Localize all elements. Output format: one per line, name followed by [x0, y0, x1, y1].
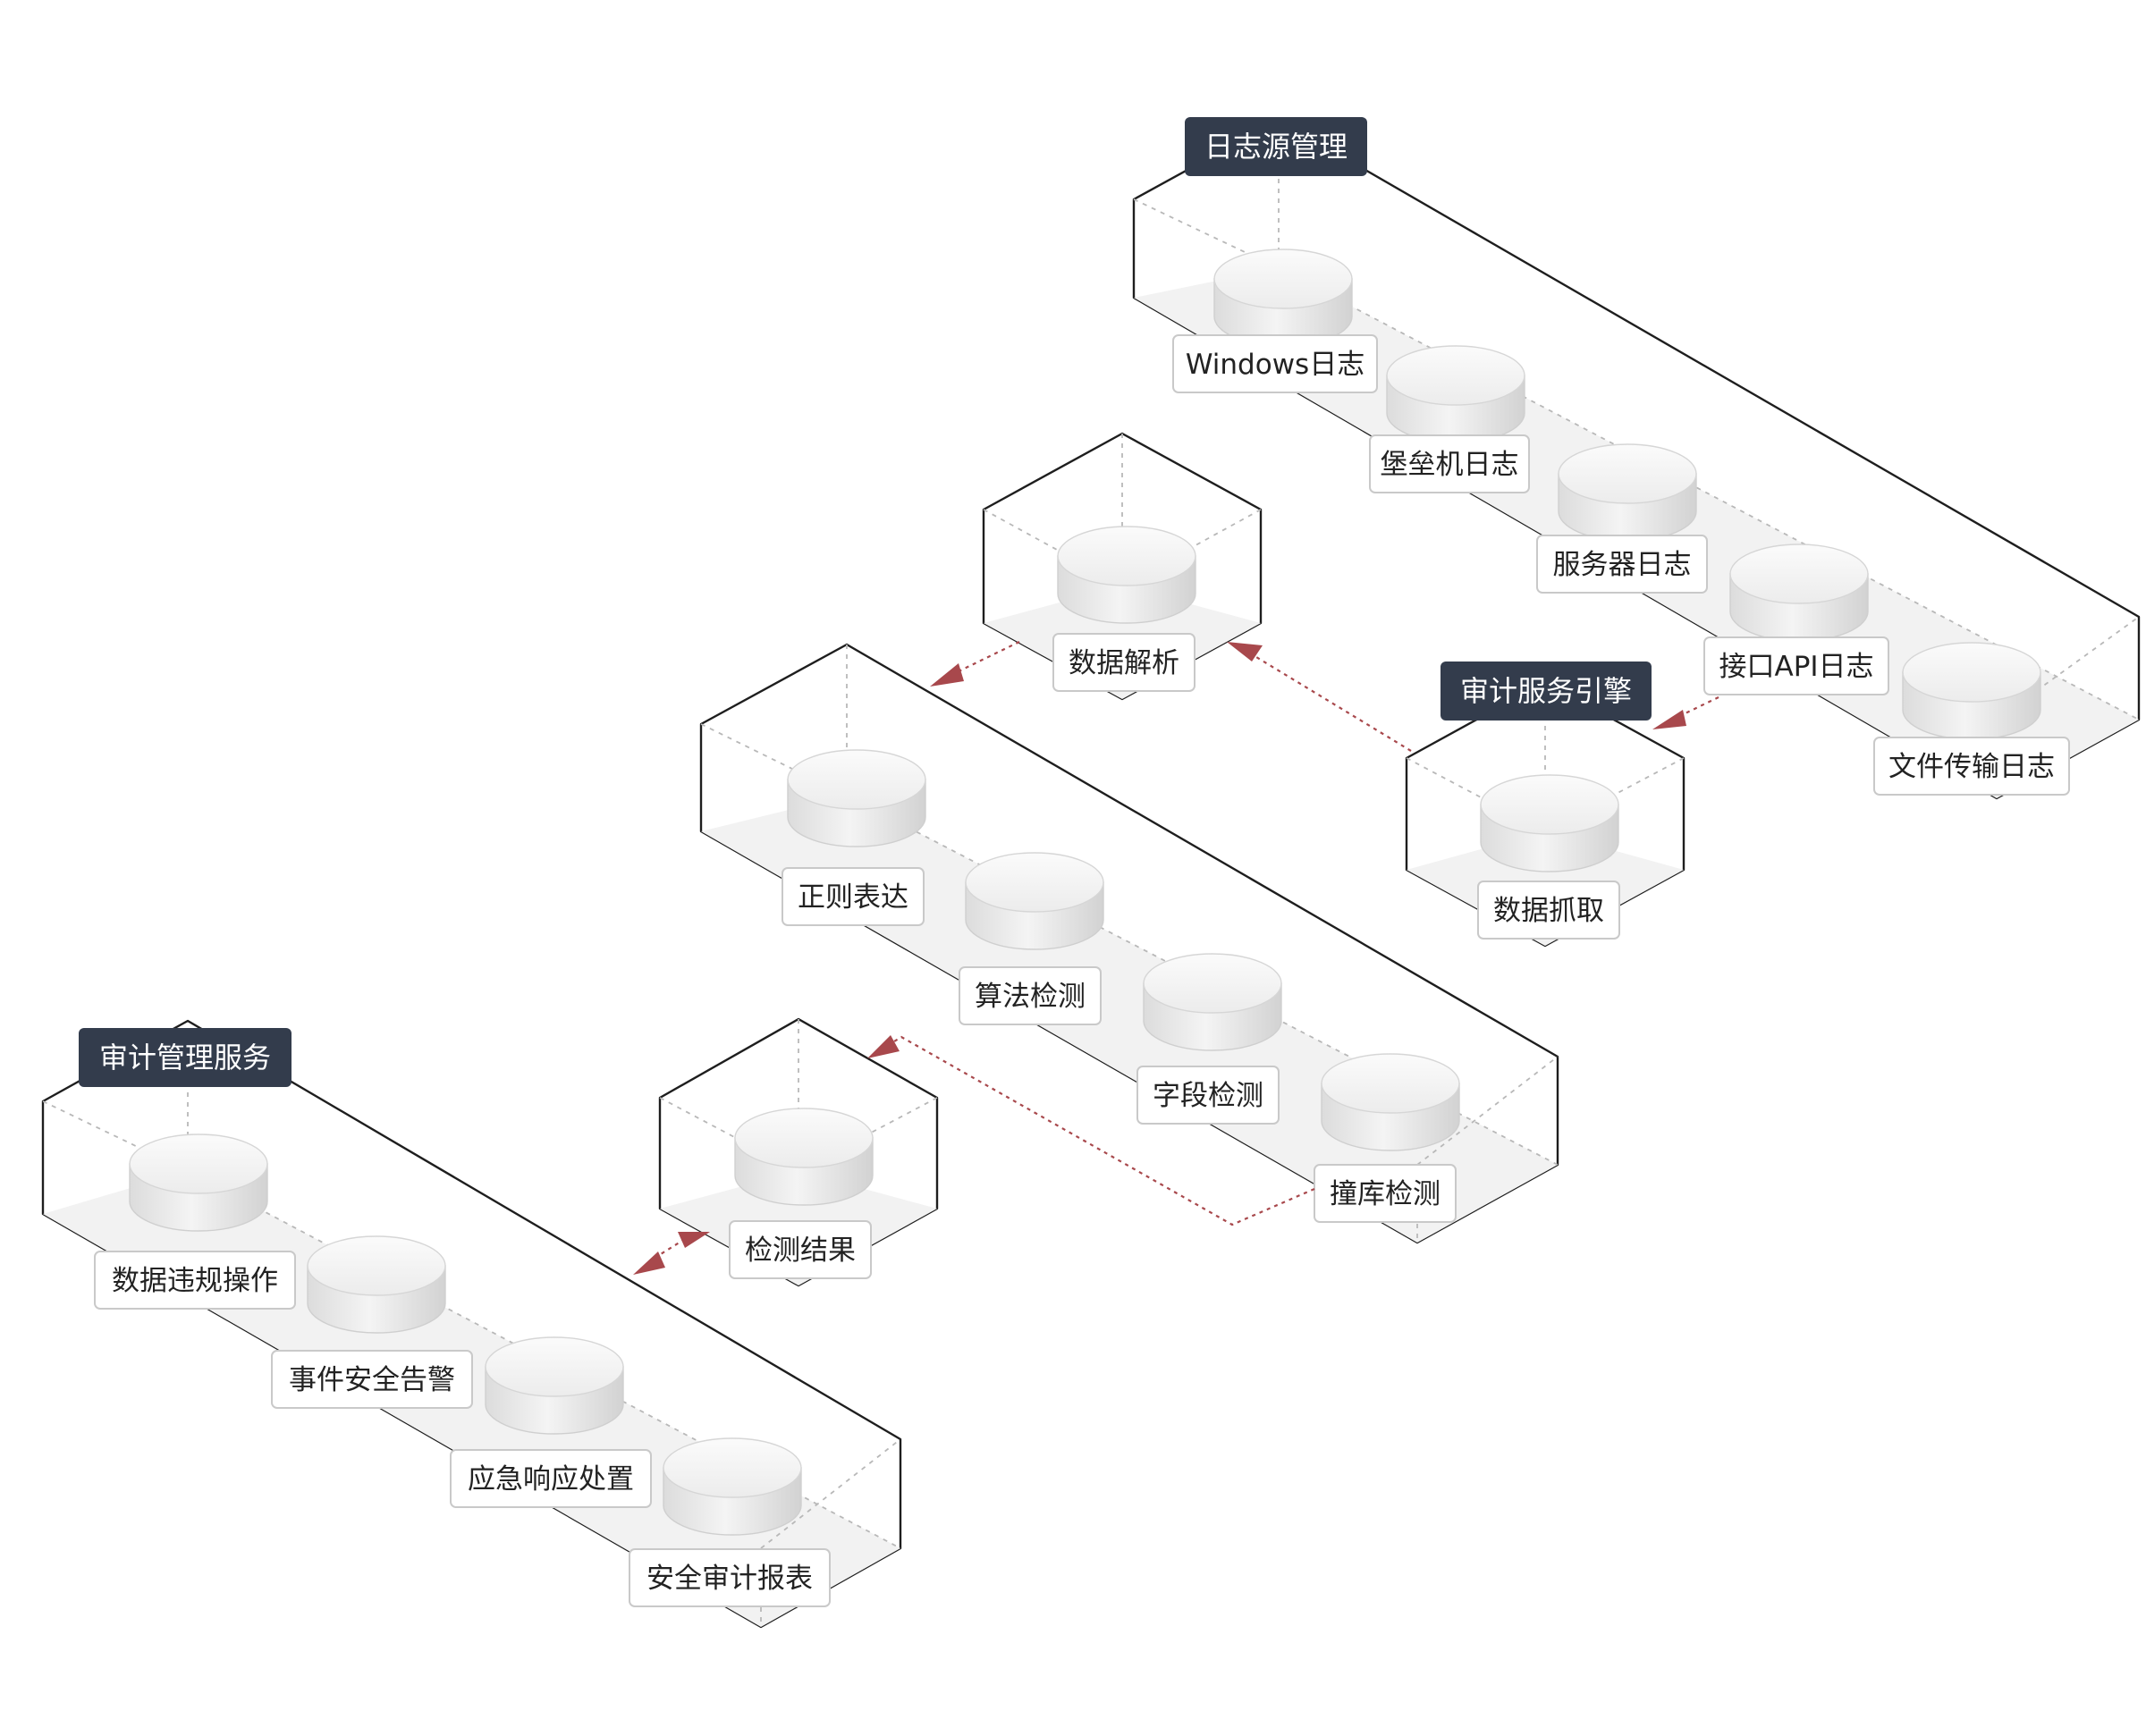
node-label: 检测结果 — [745, 1235, 856, 1267]
node-emergency-response[interactable]: 应急响应处置 — [450, 1449, 652, 1508]
database-cylinder-icon — [1480, 774, 1619, 872]
group-data-parse: 数据解析 — [982, 432, 1263, 701]
database-cylinder-icon — [1558, 443, 1697, 542]
arrow-head-icon — [633, 1251, 665, 1275]
database-cylinder-icon — [129, 1133, 268, 1232]
node-label: 数据解析 — [1069, 647, 1179, 679]
arrow-head-icon — [930, 663, 964, 687]
group-title: 审计管理服务 — [99, 1041, 271, 1074]
group-title-audit-engine: 审计服务引擎 — [1441, 662, 1652, 721]
node-windows-log[interactable]: Windows日志 — [1172, 334, 1378, 393]
database-cylinder-icon — [965, 852, 1104, 950]
node-audit-report[interactable]: 安全审计报表 — [629, 1548, 831, 1607]
node-data-parse[interactable]: 数据解析 — [1052, 633, 1196, 692]
node-file-transfer-log[interactable]: 文件传输日志 — [1873, 737, 2070, 796]
database-cylinder-icon — [1143, 953, 1282, 1051]
node-label: 服务器日志 — [1553, 549, 1692, 581]
node-api-log[interactable]: 接口API日志 — [1703, 636, 1889, 695]
flow-connectors — [633, 641, 1719, 1275]
node-label: 文件传输日志 — [1888, 751, 2055, 783]
group-title: 审计服务引擎 — [1460, 674, 1632, 708]
node-bastion-log[interactable]: 堡垒机日志 — [1369, 434, 1530, 493]
node-label: Windows日志 — [1186, 349, 1364, 381]
database-cylinder-icon — [307, 1235, 446, 1334]
database-cylinder-icon — [485, 1336, 624, 1435]
node-regex[interactable]: 正则表达 — [782, 867, 925, 926]
node-data-violation[interactable]: 数据违规操作 — [94, 1251, 296, 1310]
group-audit-engine: 数据抓取 审计服务引擎 — [1405, 662, 1686, 948]
database-cylinder-icon — [1213, 249, 1353, 347]
arrow-head-icon — [867, 1035, 900, 1058]
node-credential-stuffing-detection[interactable]: 撞库检测 — [1314, 1164, 1457, 1223]
database-cylinder-icon — [734, 1108, 874, 1206]
node-server-log[interactable]: 服务器日志 — [1536, 535, 1708, 594]
node-label: 数据违规操作 — [112, 1265, 278, 1297]
flow-engine-to-parse — [1227, 642, 1412, 752]
group-title: 日志源管理 — [1204, 130, 1348, 164]
node-algorithm-detection[interactable]: 算法检测 — [959, 966, 1102, 1025]
node-label: 安全审计报表 — [646, 1563, 813, 1595]
arrow-head-icon — [1652, 710, 1686, 729]
node-data-capture[interactable]: 数据抓取 — [1477, 881, 1620, 940]
node-label: 撞库检测 — [1330, 1178, 1441, 1210]
node-label: 算法检测 — [975, 981, 1086, 1013]
group-detection: 正则表达 算法检测 字段检测 撞库检测 — [699, 643, 1559, 1244]
arrow-head-icon — [678, 1232, 710, 1248]
node-detection-result[interactable]: 检测结果 — [729, 1220, 872, 1279]
node-label: 堡垒机日志 — [1381, 449, 1519, 481]
database-cylinder-icon — [1321, 1053, 1460, 1151]
node-field-detection[interactable]: 字段检测 — [1136, 1066, 1280, 1125]
node-label: 正则表达 — [798, 881, 908, 914]
flow-detection-to-result — [867, 1035, 1315, 1226]
flow-log-source-to-engine — [1652, 696, 1719, 729]
database-cylinder-icon — [1057, 526, 1196, 624]
node-label: 事件安全告警 — [289, 1364, 455, 1396]
group-log-source: Windows日志 堡垒机日志 服务器日志 接口API日志 — [1132, 117, 2141, 800]
database-cylinder-icon — [1902, 642, 2041, 740]
flow-result-to-audit-management — [633, 1232, 710, 1275]
node-label: 字段检测 — [1153, 1080, 1263, 1112]
database-cylinder-icon — [663, 1437, 802, 1536]
group-detection-result: 检测结果 — [658, 1017, 939, 1287]
node-label: 接口API日志 — [1719, 651, 1873, 683]
group-audit-management: 数据违规操作 事件安全告警 应急响应处置 安全审计报表 审计管理 — [41, 1019, 902, 1629]
arrow-head-icon — [1227, 642, 1263, 662]
node-security-alert[interactable]: 事件安全告警 — [271, 1350, 473, 1409]
database-cylinder-icon — [1729, 544, 1869, 642]
database-cylinder-icon — [1386, 345, 1525, 443]
group-title-log-source: 日志源管理 — [1185, 117, 1367, 176]
node-label: 应急响应处置 — [468, 1463, 634, 1496]
node-label: 数据抓取 — [1493, 895, 1604, 927]
group-title-audit-management: 审计管理服务 — [79, 1028, 291, 1087]
flow-parse-to-detection — [930, 641, 1020, 687]
database-cylinder-icon — [787, 749, 926, 847]
